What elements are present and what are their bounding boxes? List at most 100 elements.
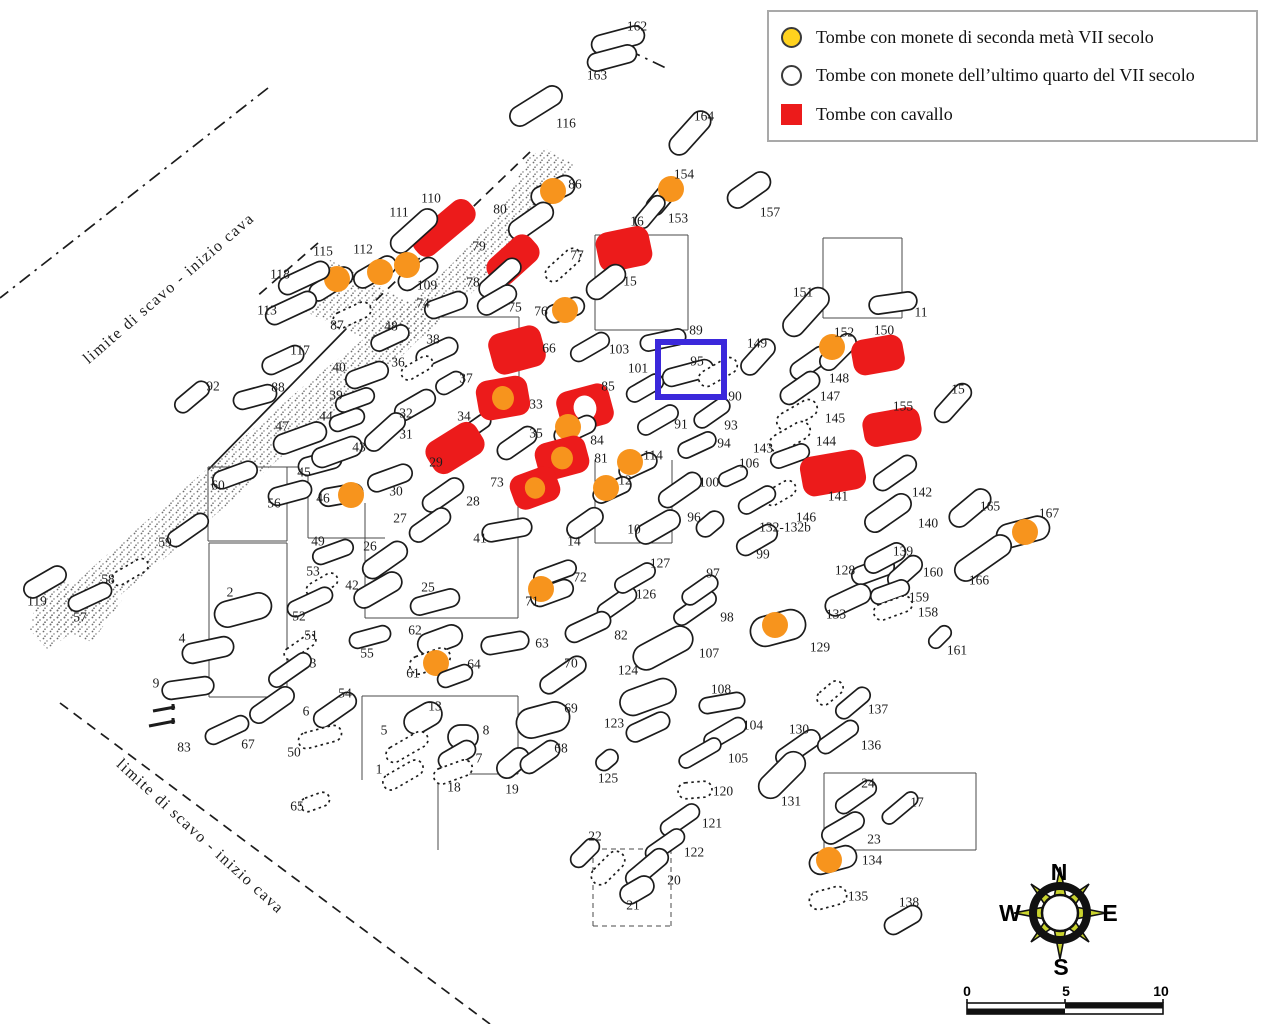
tomb-120-shape (677, 780, 713, 800)
tomb-38-label: 38 (426, 332, 440, 347)
tomb-49 (311, 538, 355, 566)
tomb-48 (370, 324, 410, 352)
tomb-96-label: 96 (687, 510, 701, 525)
legend-item-red: Tombe con cavallo (781, 104, 1256, 126)
tomb-158-label: 158 (918, 605, 939, 620)
tomb-64-shape (436, 663, 474, 689)
tomb-60-label: 60 (211, 478, 225, 493)
tomb-35-shape (496, 425, 538, 461)
tomb-137-label: 137 (868, 702, 889, 717)
tomb-119-shape (23, 565, 67, 599)
tomb-152-coin-dot (819, 334, 845, 360)
tomb-131 (757, 750, 807, 800)
tomb-17-label: 17 (910, 795, 924, 810)
tomb-111-label: 111 (389, 205, 408, 220)
tomb-63 (480, 630, 530, 656)
tomb-109-coin-dot (394, 252, 420, 278)
tomb-149 (740, 338, 776, 376)
tomb-54 (312, 691, 358, 729)
tomb-33-coin-dot (492, 386, 514, 410)
tomb-119 (23, 565, 67, 599)
tomb-96-shape (695, 510, 725, 538)
tomb-44-label: 44 (319, 409, 333, 424)
tomb-127-label: 127 (650, 556, 671, 571)
tomb-6 (249, 685, 295, 725)
tomb-10-label: 10 (627, 522, 641, 537)
tomb-124-shape (619, 677, 677, 717)
tomb-64-label: 64 (467, 657, 481, 672)
tomb-77 (544, 247, 582, 283)
tomb-142 (872, 454, 918, 492)
tomb-151-shape (782, 286, 830, 338)
tomb-83-label: 83 (177, 740, 191, 755)
legend-label: Tombe con monete di seconda metà VII sec… (816, 26, 1154, 47)
tomb-75-label: 75 (508, 300, 522, 315)
tomb-107-shape (632, 625, 694, 671)
tomb-142-label: 142 (912, 485, 932, 500)
tomb-158-shape (872, 595, 914, 621)
tomb-150 (851, 334, 905, 376)
excavation-limit-dashed-line (254, 242, 319, 299)
tomb-65 (299, 791, 331, 813)
tomb-106-shape (717, 464, 749, 488)
tomb-15-shape (933, 382, 973, 424)
tomb-151-label: 151 (793, 285, 813, 300)
tomb-17 (881, 791, 919, 825)
tomb-5-label: 5 (381, 723, 388, 738)
tomb-80-shape (507, 201, 555, 241)
tomb-47-shape (272, 421, 328, 455)
tomb-73-coin-dot (524, 477, 546, 499)
tomb-118-label: 118 (270, 267, 290, 282)
tomb-24-shape (834, 779, 878, 815)
tomb-103 (569, 331, 611, 363)
tomb-28-shape (421, 477, 465, 513)
tomb-68 (519, 739, 561, 775)
tomb-94 (677, 431, 717, 459)
tomb-39-shape (334, 387, 376, 413)
tomb-123 (625, 711, 671, 743)
tomb-165-label: 165 (980, 499, 1001, 514)
tomb-42-label: 42 (345, 578, 359, 593)
tomb-18-label: 18 (447, 780, 461, 795)
tomb-9-label: 9 (153, 676, 160, 691)
tomb-22-shape (569, 837, 601, 869)
tomb-120-label: 120 (713, 784, 734, 799)
tomb-31-shape (364, 412, 406, 452)
tomb-163-label: 163 (587, 68, 608, 83)
tomb-61-label: 61 (406, 666, 420, 681)
tomb-48-label: 48 (384, 319, 398, 334)
tomb-117 (261, 344, 305, 376)
tomb-50-label: 50 (287, 745, 301, 760)
tomb-140-label: 140 (918, 516, 939, 531)
tomb-20-label: 20 (667, 873, 681, 888)
tomb-144-shape (768, 420, 812, 454)
tomb-66-label: 66 (542, 341, 556, 356)
tomb-92-shape (173, 380, 211, 414)
tomb-14-shape (566, 506, 604, 540)
tomb-149-label: 149 (747, 336, 768, 351)
tomb-6-label: 6 (303, 704, 310, 719)
tomb-35-label: 35 (529, 426, 543, 441)
tomb-106 (717, 464, 749, 488)
tomb-103-label: 103 (609, 342, 630, 357)
tomb-153-label: 153 (668, 211, 689, 226)
tomb-29 (425, 421, 485, 475)
tomb-52 (286, 586, 334, 618)
tomb-25-label: 25 (421, 580, 435, 595)
tomb-124 (619, 677, 677, 717)
boundary-caption-bottom: limite di scavo - inizio cava (113, 756, 287, 918)
tomb-41-shape (481, 517, 533, 543)
tomb-155-shape (862, 407, 922, 447)
tomb-23-label: 23 (867, 832, 881, 847)
tomb-26-label: 26 (363, 539, 377, 554)
tomb-13-label: 13 (428, 699, 442, 714)
tomb-104-label: 104 (743, 718, 764, 733)
tomb-unlabeled-shape (590, 850, 626, 886)
tomb-40 (344, 360, 390, 390)
tomb-58 (110, 557, 150, 587)
tomb-30-label: 30 (389, 484, 403, 499)
tomb-164-label: 164 (694, 109, 715, 124)
tomb-126-label: 126 (636, 587, 657, 602)
tomb-28 (421, 477, 465, 513)
